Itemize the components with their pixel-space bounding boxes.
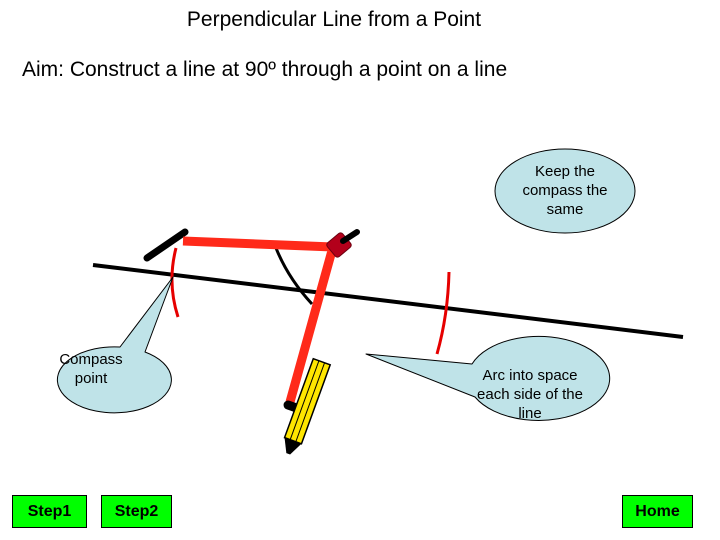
pencil — [283, 357, 332, 455]
callout-arc-into-space-text: Arc into space each side of the line — [477, 367, 583, 422]
home-button[interactable]: Home — [622, 495, 693, 528]
compass[interactable] — [143, 228, 360, 457]
callout-compass-point-bubble — [56, 276, 174, 414]
compass-handle — [340, 229, 360, 244]
given-line — [92, 263, 684, 339]
compass-needle — [143, 228, 189, 262]
aim-statement: Aim: Construct a line at 90º through a p… — [22, 58, 508, 81]
callout-keep-compass-bubble — [494, 148, 636, 234]
callout-compass-point-text: Compass point — [59, 351, 123, 387]
swept-arc — [274, 247, 314, 306]
step2-button[interactable]: Step2 — [101, 495, 172, 528]
step1-button[interactable]: Step1 — [12, 495, 87, 528]
callout-arc-into-space-bubble — [365, 335, 611, 421]
callout-keep-compass-text: Keep the compass the same — [522, 163, 608, 218]
left-arc — [170, 247, 180, 318]
right-arc — [435, 271, 451, 355]
slide-title: Perpendicular Line from a Point — [186, 8, 482, 31]
